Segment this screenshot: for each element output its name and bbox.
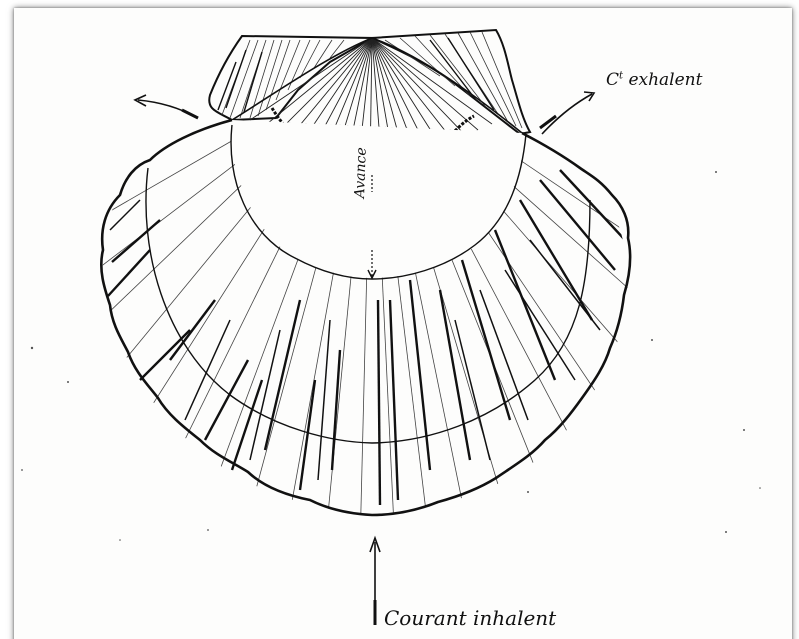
inhalent-arrow: [370, 538, 380, 625]
exhalent-arrow: [540, 92, 594, 134]
right-ear: [372, 30, 530, 134]
shell-body-ribs: [60, 60, 695, 548]
left-current-arrow: [135, 95, 198, 118]
inhalent-current-label: Courant inhalent: [384, 606, 556, 630]
exhalent-current-label: Ct exhalent: [606, 70, 702, 90]
avance-label: Avance: [352, 147, 370, 198]
